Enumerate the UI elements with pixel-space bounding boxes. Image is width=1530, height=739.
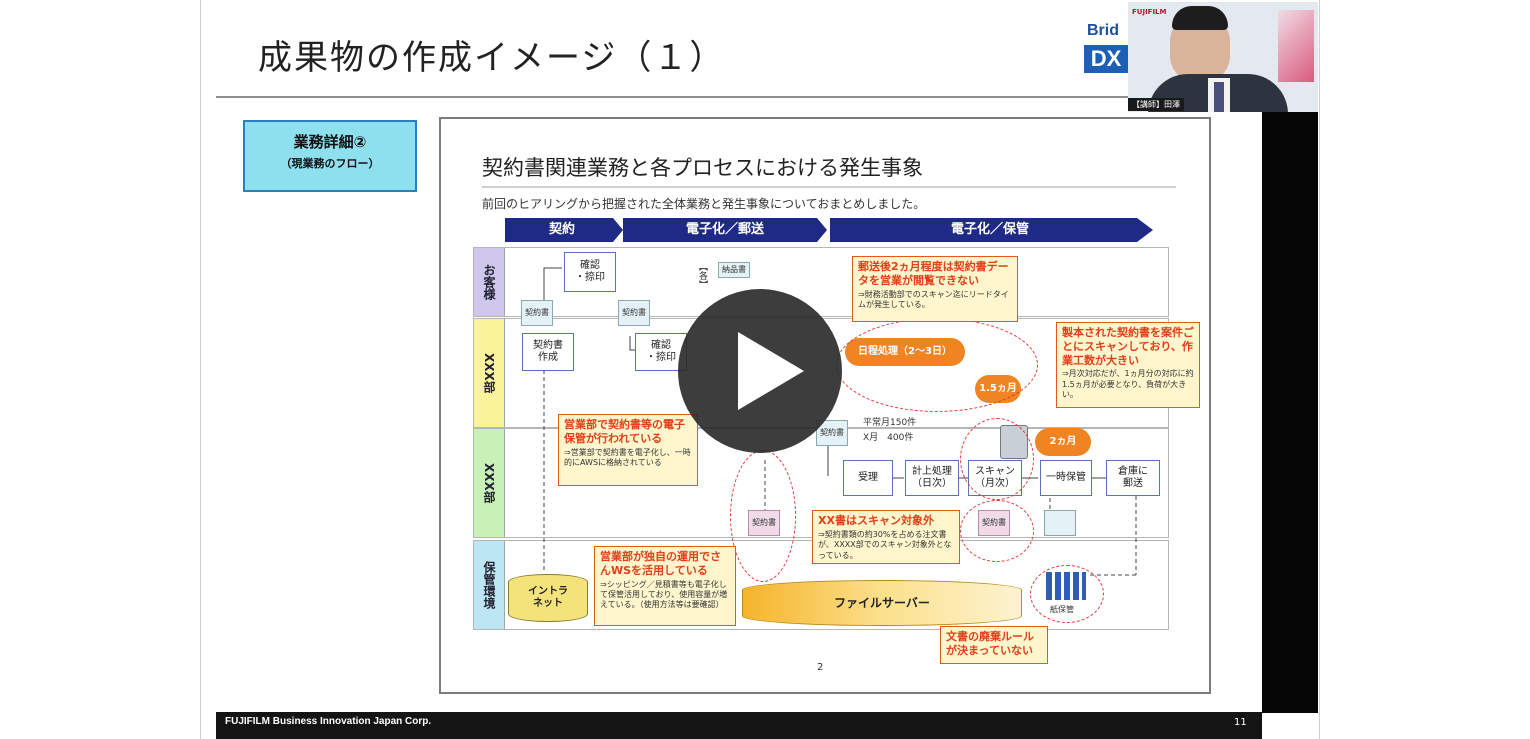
highlight-oval bbox=[960, 418, 1034, 500]
phase-arrows bbox=[505, 218, 1153, 242]
video-side-bar bbox=[1262, 112, 1318, 713]
volume-peak: X月 400件 bbox=[863, 433, 914, 443]
lane-label-dept-1: XXX部 bbox=[474, 319, 505, 427]
archive-label: 紙保管 bbox=[1050, 605, 1074, 614]
flow-box-receive: 受理 bbox=[843, 460, 893, 496]
phase-digitize-store: 電子化／保管 bbox=[950, 222, 1029, 237]
section-tag: 業務詳細② （現業務のフロー） bbox=[243, 120, 417, 192]
document-title-underline bbox=[482, 186, 1176, 188]
document-page-label: 2 bbox=[817, 662, 824, 673]
title-divider bbox=[216, 96, 1262, 98]
callout-scan-exclusion: XX書はスキャン対象外 ⇒契約書類の約30%を占める注文書が、XXXX部でのスキ… bbox=[812, 510, 960, 564]
presenter-hair bbox=[1172, 6, 1228, 30]
highlight-oval bbox=[960, 500, 1034, 562]
flow-box-temp-store: 一時保管 bbox=[1040, 460, 1092, 496]
lane-label-dept-2: XXX部 bbox=[474, 429, 505, 537]
callout-detail: ⇒営業部で契約書を電子化し、一時的にAWSに格納されている bbox=[564, 447, 691, 467]
highlight-oval bbox=[730, 450, 796, 582]
presenter-tie bbox=[1214, 82, 1224, 112]
name-badge: 【講師】田澤 bbox=[1128, 98, 1184, 111]
slide-page-number: 11 bbox=[1234, 717, 1247, 728]
background-art bbox=[1278, 10, 1314, 82]
stored-doc-icon bbox=[1044, 510, 1076, 536]
callout-detail: ⇒財務活動部でのスキャン迄にリードタイムが発生している。 bbox=[858, 289, 1009, 309]
callout-delay: 郵送後2ヵ月程度は契約書データを営業が閲覧できない ⇒財務活動部でのスキャン迄に… bbox=[852, 256, 1018, 322]
flow-box-send-warehouse: 倉庫に 郵送 bbox=[1106, 460, 1160, 496]
two-month-arrow: 2ヵ月 bbox=[1035, 428, 1091, 456]
play-icon[interactable] bbox=[738, 332, 804, 410]
contract-doc-icon: 契約書 bbox=[521, 300, 553, 326]
section-tag-title: 業務詳細② bbox=[293, 133, 367, 151]
footer-company: FUJIFILM Business Innovation Japan Corp. bbox=[225, 716, 432, 727]
camera-logo: FUJIFILM bbox=[1132, 8, 1167, 16]
dx-logo: DX bbox=[1084, 45, 1128, 73]
callout-disposal-rule: 文書の廃棄ルールが決まっていない bbox=[940, 626, 1048, 664]
side-note: 【各】 bbox=[697, 262, 707, 289]
slide-title: 成果物の作成イメージ（１） bbox=[258, 38, 726, 78]
archive-shelf-icon bbox=[1046, 572, 1086, 600]
receipt-doc-icon: 納品書 bbox=[718, 262, 750, 278]
flow-box-accounting: 計上処理 （日次） bbox=[905, 460, 959, 496]
brand-text: Brid bbox=[1087, 22, 1119, 39]
lane-label-customer: お客様 bbox=[474, 248, 505, 316]
document-title: 契約書関連業務と各プロセスにおける発生事象 bbox=[482, 156, 923, 180]
callout-detail: ⇒月次対応だが、1ヵ月分の対応に約1.5ヵ月が必要となり、負荷が大きい。 bbox=[1062, 369, 1194, 400]
section-tag-subtitle: （現業務のフロー） bbox=[280, 157, 380, 170]
contract-doc-icon: 契約書 bbox=[618, 300, 650, 326]
contract-doc-icon: 契約書 bbox=[816, 420, 848, 446]
callout-detail: ⇒シッピング／見積書等も電子化して保管活用しており、使用容量が増えている。（使用… bbox=[600, 579, 728, 610]
callout-scan-workload: 製本された契約書を案件ごとにスキャンしており、作業工数が大きい ⇒月次対応だが、… bbox=[1056, 322, 1200, 408]
slide-footer bbox=[216, 712, 1262, 739]
callout-title: 郵送後2ヵ月程度は契約書データを営業が閲覧できない bbox=[858, 260, 1009, 287]
highlight-oval bbox=[836, 318, 1038, 412]
callout-sales-digitization: 営業部で契約書等の電子保管が行われている ⇒営業部で契約書を電子化し、一時的にA… bbox=[558, 414, 698, 486]
callout-title: 文書の廃棄ルールが決まっていない bbox=[946, 630, 1034, 657]
callout-title: XX書はスキャン対象外 bbox=[818, 514, 934, 527]
callout-title: 製本された契約書を案件ごとにスキャンしており、作業工数が大きい bbox=[1062, 326, 1194, 367]
flow-box-create-contract: 契約書 作成 bbox=[522, 333, 574, 371]
volume-normal: 平常月150件 bbox=[863, 418, 917, 428]
intranet-database: イントラ ネット bbox=[508, 574, 588, 622]
file-server: ファイルサーバー bbox=[742, 580, 1022, 626]
webcam-video: FUJIFILM 【講師】田澤 bbox=[1128, 2, 1318, 112]
callout-detail: ⇒契約書類の約30%を占める注文書が、XXXX部でのスキャン対象外となっている。 bbox=[818, 529, 952, 560]
lane-label-storage: 保管環境 bbox=[474, 541, 505, 629]
callout-title: 営業部で契約書等の電子保管が行われている bbox=[564, 418, 685, 445]
flow-box-customer-confirm: 確認 ・捺印 bbox=[564, 252, 616, 292]
callout-title: 営業部が独自の運用でさんWSを活用している bbox=[600, 550, 721, 577]
phase-contract: 契約 bbox=[548, 222, 575, 237]
document-subtitle: 前回のヒアリングから把握された全体業務と発生事象についておまとめしました。 bbox=[482, 197, 926, 211]
highlight-oval bbox=[1030, 565, 1104, 623]
phase-digitize-mail: 電子化／郵送 bbox=[685, 222, 764, 237]
callout-sales-ws: 営業部が独自の運用でさんWSを活用している ⇒シッピング／見積書等も電子化して保… bbox=[594, 546, 736, 626]
